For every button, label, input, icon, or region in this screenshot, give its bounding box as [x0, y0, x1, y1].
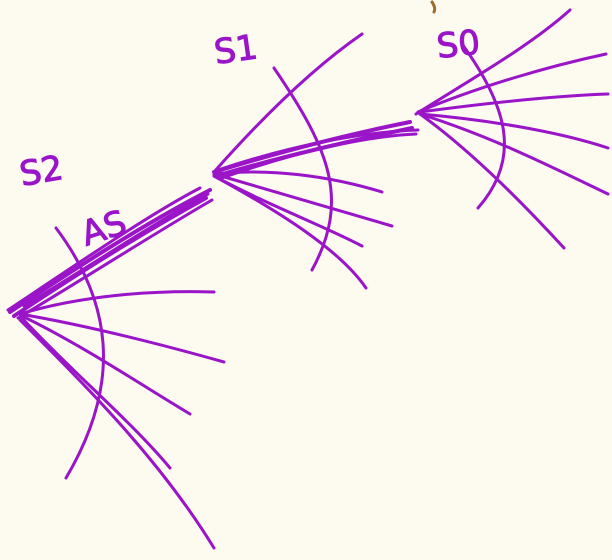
- label-s0: S0: [435, 23, 482, 67]
- label-s2: S2: [17, 148, 67, 195]
- label-s1: S1: [212, 27, 260, 73]
